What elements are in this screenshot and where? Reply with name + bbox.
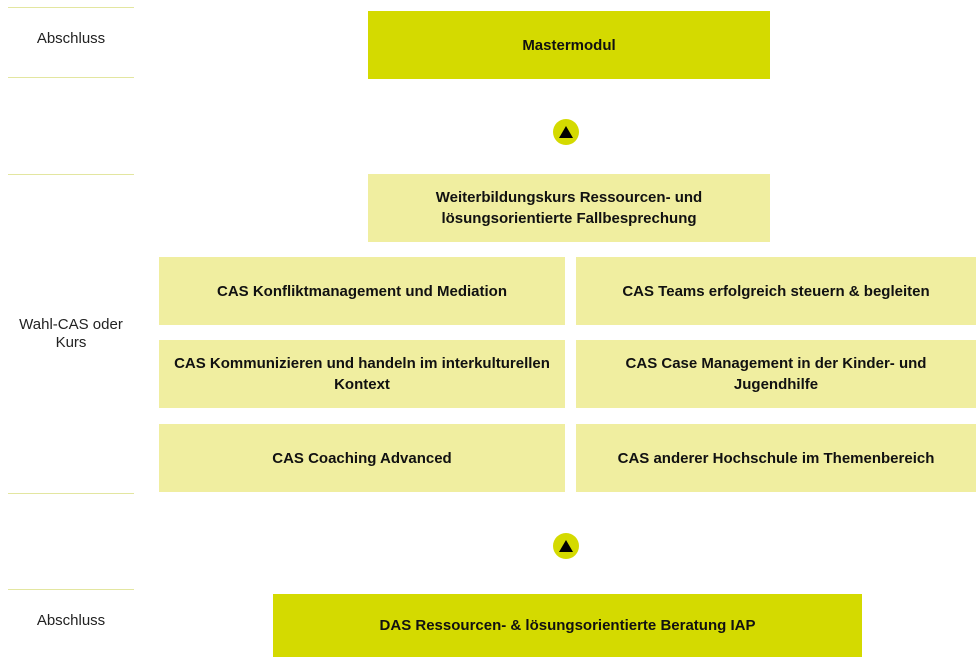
das-box: DAS Ressourcen- & lösungsorientierte Ber… (273, 594, 862, 657)
master-module-label: Mastermodul (522, 36, 616, 54)
course-box: Weiterbildungskurs Ressourcen- und lösun… (368, 174, 770, 242)
cas-box: CAS Teams erfolgreich steuern & begleite… (576, 257, 976, 325)
level-label-middle: Wahl-CAS oder Kurs (19, 316, 123, 351)
divider-line (8, 174, 134, 175)
master-module-box: Mastermodul (368, 11, 770, 79)
arrow-up-icon (553, 119, 579, 145)
level-label-top: Abschluss (36, 30, 106, 47)
das-label: DAS Ressourcen- & lösungsorientierte Ber… (379, 617, 756, 634)
divider-line (8, 77, 134, 78)
cas-label: CAS Teams erfolgreich steuern & begleite… (622, 282, 930, 300)
divider-line (8, 493, 134, 494)
cas-box: CAS Coaching Advanced (159, 424, 565, 492)
divider-line (8, 7, 134, 8)
arrow-up-icon (553, 533, 579, 559)
cas-label: CAS Konfliktmanagement und Mediation (216, 282, 507, 300)
cas-label: CAS Coaching Advanced (272, 449, 452, 467)
cas-label: CAS Case Management in der Kinder- und J… (625, 355, 927, 393)
cas-box: CAS Konfliktmanagement und Mediation (159, 257, 565, 325)
cas-box: CAS anderer Hochschule im Themenbereich (576, 424, 976, 492)
course-label: Weiterbildungskurs Ressourcen- und lösun… (435, 189, 703, 227)
cas-box: CAS Case Management in der Kinder- und J… (576, 340, 976, 408)
cas-box: CAS Kommunizieren und handeln im interku… (159, 340, 565, 408)
divider-line (8, 589, 134, 590)
cas-label: CAS Kommunizieren und handeln im interku… (174, 355, 550, 393)
cas-label: CAS anderer Hochschule im Themenbereich (617, 449, 935, 467)
level-label-bottom: Abschluss (36, 612, 106, 629)
